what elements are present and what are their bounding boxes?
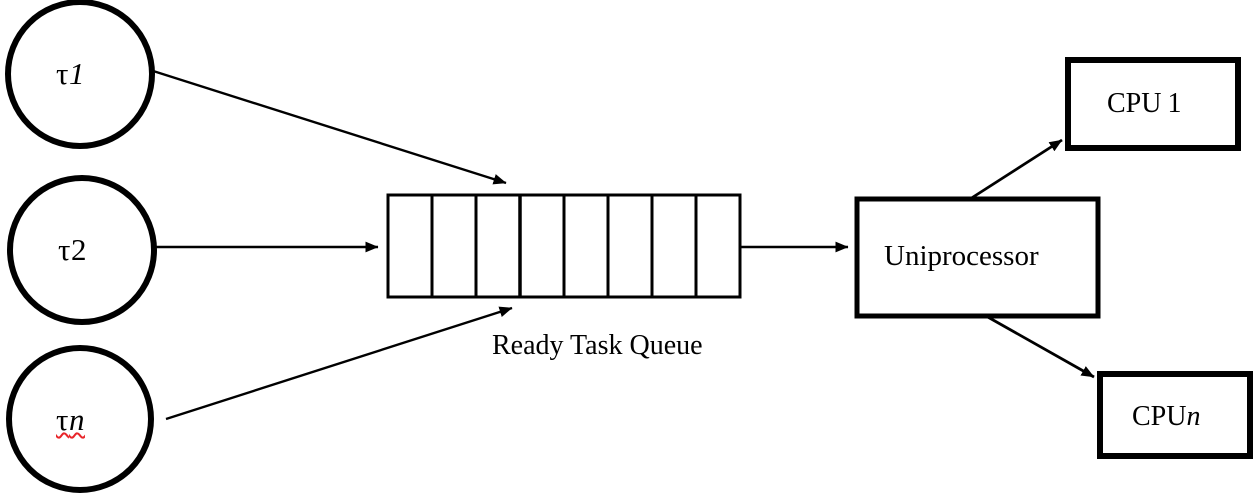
- task-label-2: τ2: [58, 234, 87, 265]
- cpu-n-label: CPUn: [1132, 403, 1200, 431]
- cpu-n-box: [1097, 371, 1253, 459]
- cpu-n-prefix: CPU: [1132, 401, 1187, 432]
- task-index-n: n: [68, 402, 85, 437]
- task-index-2: 2: [70, 232, 87, 267]
- task-symbol-n: τ: [56, 402, 69, 437]
- cpu-1-index: 1: [1167, 88, 1182, 119]
- task-circle-n: [6, 345, 154, 493]
- task-circle-1: [5, 0, 155, 149]
- cpu-1-box: [1065, 57, 1241, 151]
- connector-taskn-to-queue: [165, 306, 513, 421]
- connector-task1-to-queue: [149, 68, 507, 185]
- cpu-n-index: n: [1186, 401, 1201, 432]
- task-label-1: τ1: [56, 58, 85, 89]
- task-symbol-1: τ: [56, 56, 69, 91]
- ready-task-queue-caption: Ready Task Queue: [492, 330, 703, 361]
- uniprocessor-label: Uniprocessor: [884, 240, 1039, 272]
- task-label-n: τn: [56, 404, 85, 435]
- task-index-1: 1: [68, 56, 85, 91]
- connector-uniprocessor-to-cpu1: [969, 138, 1063, 201]
- uniprocessor-box: [854, 196, 1101, 319]
- connector-uniprocessor-to-cpun: [985, 314, 1095, 379]
- task-symbol-2: τ: [58, 232, 71, 267]
- task-circle-2: [7, 175, 157, 325]
- cpu-1-prefix: CPU: [1107, 88, 1162, 119]
